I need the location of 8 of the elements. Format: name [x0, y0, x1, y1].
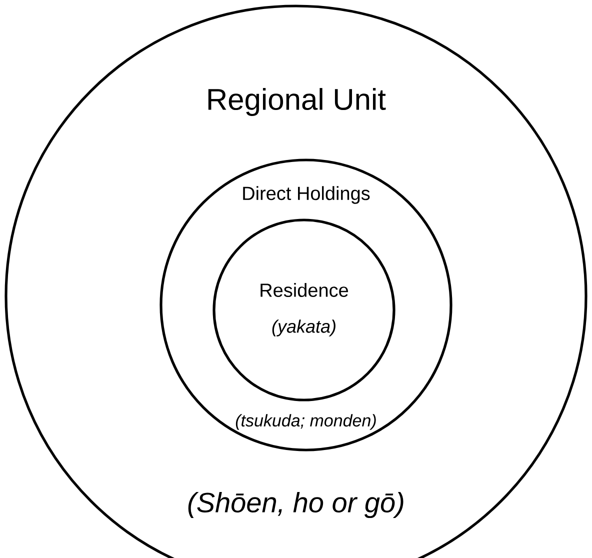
- ring-label: Direct Holdings: [243, 186, 370, 204]
- ring-label: (Shōen, ho or gō): [188, 492, 404, 518]
- ring-label: Regional Unit: [208, 88, 386, 116]
- ring-circle: [212, 218, 396, 402]
- ring-circle: [160, 158, 452, 452]
- ring-label: (tsukuda; monden): [236, 414, 376, 430]
- ring-label: (yakata): [272, 320, 336, 336]
- ring-label: Residence: [260, 283, 348, 297]
